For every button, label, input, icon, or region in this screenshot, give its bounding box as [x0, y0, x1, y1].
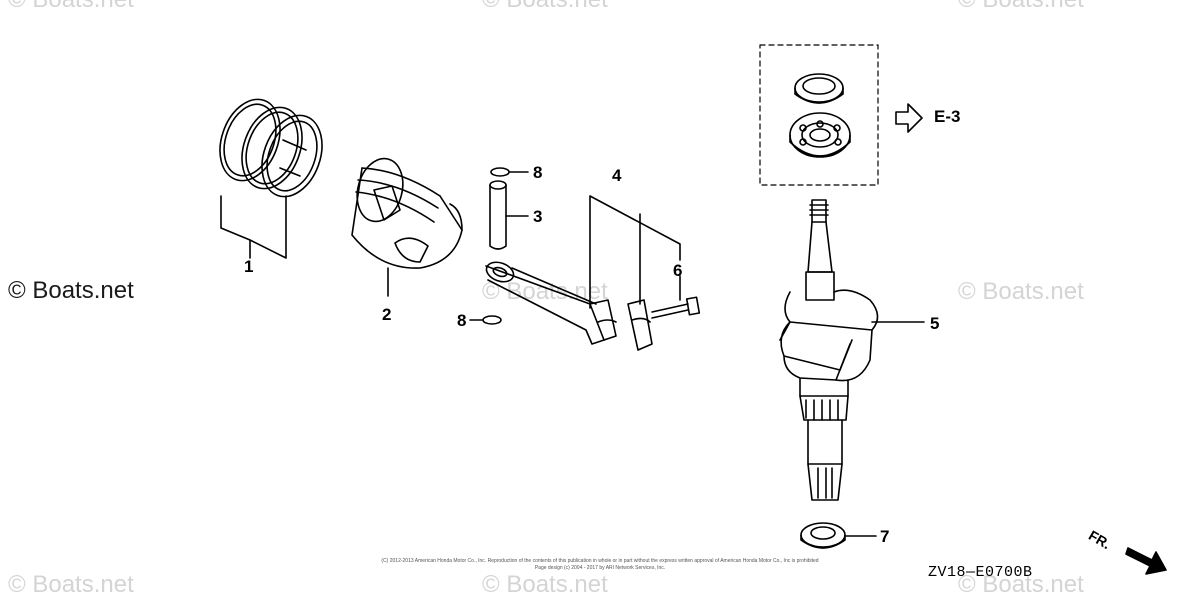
piston-pin: [489, 180, 507, 250]
bolt: [651, 296, 701, 319]
callout-1[interactable]: 1: [244, 257, 254, 276]
watermark-top-right: © Boats.net: [958, 0, 1084, 12]
diagram-code: ZV18—E0700B: [928, 564, 1033, 581]
callout-3[interactable]: 3: [533, 207, 543, 226]
callout-6[interactable]: 6: [673, 261, 683, 280]
callout-2[interactable]: 2: [382, 305, 392, 324]
callout-8-top[interactable]: 8: [533, 163, 543, 182]
watermark-bottom-center: © Boats.net: [482, 571, 608, 598]
callout-5[interactable]: 5: [930, 314, 940, 333]
watermark-top-left: © Boats.net: [8, 0, 134, 12]
copyright-label: © Boats.net: [8, 277, 134, 304]
watermark-bottom-left: © Boats.net: [8, 571, 134, 598]
footer-line-2: Page design (c) 2004 - 2017 by ARI Netwo…: [534, 565, 666, 571]
callout-8-bottom[interactable]: 8: [457, 311, 467, 330]
oil-seal-bottom: [800, 522, 846, 549]
ref-arrow: [895, 103, 923, 133]
circlip-bottom: [482, 315, 502, 325]
circlip-top: [490, 167, 510, 177]
watermark-mid-right: © Boats.net: [958, 278, 1084, 305]
oil-seal: [794, 73, 844, 104]
ball-bearing: [789, 112, 851, 158]
crankshaft: [779, 199, 879, 501]
connecting-rod: [485, 261, 653, 351]
piston: [351, 157, 463, 269]
watermark-bottom-right: © Boats.net: [958, 571, 1084, 598]
ref-label-e3[interactable]: E-3: [934, 107, 961, 126]
footer-line-1: (C) 2012-2013 American Honda Motor Co., …: [381, 558, 819, 564]
watermark-top-center: © Boats.net: [482, 0, 608, 12]
piston-rings: [219, 98, 323, 198]
fr-arrow: [1125, 547, 1167, 575]
callout-4[interactable]: 4: [612, 166, 622, 185]
callout-7[interactable]: 7: [880, 527, 890, 546]
